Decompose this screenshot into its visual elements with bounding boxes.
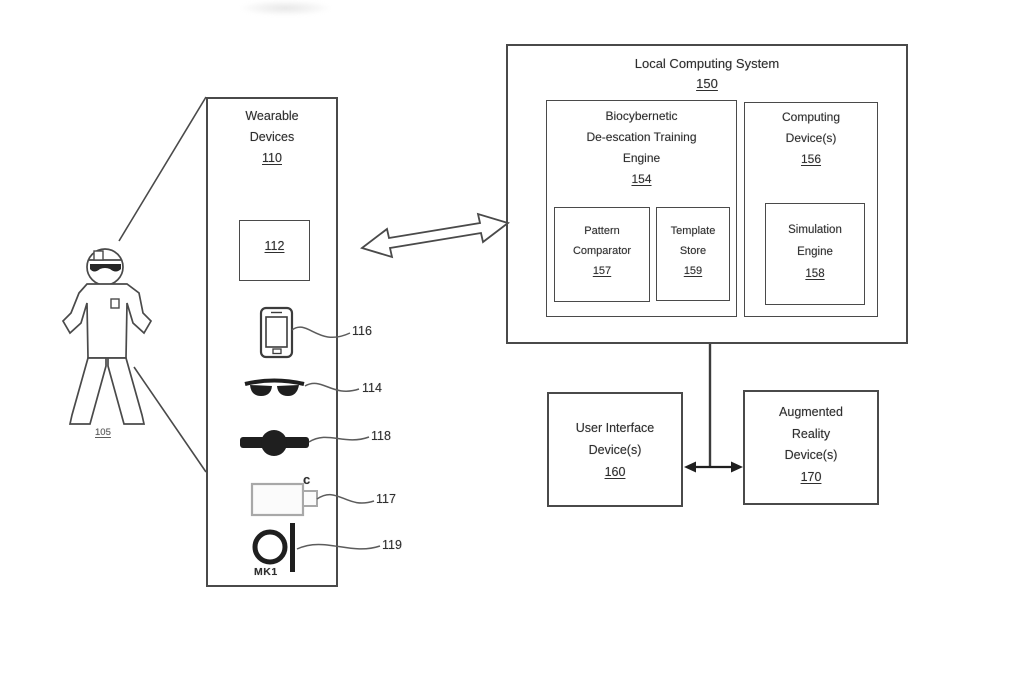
bidirectional-arrow-small bbox=[684, 461, 743, 473]
uid-ref: 160 bbox=[604, 465, 626, 479]
callout-line-lower bbox=[133, 366, 207, 473]
computing-line2: Device(s) bbox=[785, 131, 837, 145]
template-ref: 159 bbox=[683, 265, 703, 277]
mk1-caption: MK1 bbox=[254, 566, 278, 578]
wearable-devices-title: Wearable Devices 110 bbox=[206, 106, 338, 169]
sensor-112-box bbox=[239, 220, 310, 281]
simulation-line2: Engine bbox=[797, 246, 833, 258]
scan-artifact bbox=[238, 0, 333, 16]
callout-lines bbox=[118, 96, 207, 473]
pattern-ref: 157 bbox=[592, 265, 612, 277]
augmented-reality-devices-title: Augmented Reality Device(s) 170 bbox=[743, 402, 879, 488]
augmented-reality-devices-box bbox=[743, 390, 879, 505]
ref-label-114: 114 bbox=[362, 381, 382, 395]
simulation-engine-title: Simulation Engine 158 bbox=[765, 219, 865, 285]
person-head bbox=[86, 248, 124, 286]
ref-label-117: 117 bbox=[376, 492, 396, 506]
lcs-ref: 150 bbox=[696, 76, 718, 91]
person-figure bbox=[61, 248, 153, 425]
lcs-title-text: Local Computing System bbox=[634, 56, 780, 71]
arrowhead-right bbox=[731, 461, 743, 473]
pattern-comparator-box bbox=[554, 207, 650, 302]
template-line1: Template bbox=[670, 225, 716, 237]
user-interface-devices-box bbox=[547, 392, 683, 507]
pattern-line1: Pattern bbox=[584, 225, 620, 237]
camera-c-mark: c bbox=[303, 472, 311, 487]
user-interface-devices-title: User Interface Device(s) 160 bbox=[547, 417, 683, 483]
wearable-title-line2: Devices bbox=[249, 130, 295, 144]
sensor-112-label: 112 bbox=[239, 239, 310, 253]
chest-badge-icon bbox=[110, 298, 120, 309]
lcs-title: Local Computing System 150 bbox=[506, 54, 908, 94]
wearable-ref: 110 bbox=[262, 151, 282, 165]
engine-line2: De-escation Training bbox=[586, 130, 697, 144]
template-store-box bbox=[656, 207, 730, 301]
person-torso-arms bbox=[61, 283, 153, 359]
ar-line1: Augmented bbox=[779, 405, 843, 419]
ar-line3: Device(s) bbox=[784, 448, 838, 462]
arrowhead-left bbox=[684, 461, 696, 473]
wearable-title-line1: Wearable bbox=[245, 109, 299, 123]
bidirectional-arrow-large bbox=[360, 212, 510, 259]
cap-badge-icon bbox=[93, 250, 104, 261]
ar-line2: Reality bbox=[791, 426, 831, 441]
template-store-title: Template Store 159 bbox=[656, 221, 730, 281]
pattern-line2: Comparator bbox=[572, 245, 632, 257]
ref-label-118: 118 bbox=[371, 429, 391, 443]
engine-line1: Biocybernetic bbox=[605, 109, 678, 123]
simulation-engine-box bbox=[765, 203, 865, 305]
person-left-leg bbox=[68, 357, 107, 425]
person-right-leg bbox=[107, 357, 146, 425]
sensor-ref: 112 bbox=[264, 239, 285, 253]
simulation-ref: 158 bbox=[805, 268, 825, 280]
uid-line1: User Interface bbox=[575, 421, 655, 435]
computing-ref: 156 bbox=[800, 152, 822, 166]
simulation-line1: Simulation bbox=[788, 224, 842, 236]
engine-ref: 154 bbox=[631, 172, 652, 186]
computing-devices-title: Computing Device(s) 156 bbox=[744, 107, 878, 170]
ref-label-119: 119 bbox=[382, 538, 402, 552]
sunglasses-icon bbox=[90, 264, 121, 272]
callout-line-upper bbox=[118, 96, 207, 242]
ar-ref: 170 bbox=[800, 469, 822, 484]
engine-line3: Engine bbox=[622, 151, 661, 165]
wearable-devices-box bbox=[206, 97, 338, 587]
pattern-comparator-title: Pattern Comparator 157 bbox=[554, 221, 650, 281]
uid-line2: Device(s) bbox=[588, 443, 642, 457]
person-ref-label: 105 bbox=[95, 427, 111, 438]
ref-label-116: 116 bbox=[352, 324, 372, 338]
training-engine-title: Biocybernetic De-escation Training Engin… bbox=[546, 106, 737, 190]
computing-line1: Computing bbox=[781, 110, 841, 124]
template-line2: Store bbox=[679, 245, 707, 257]
